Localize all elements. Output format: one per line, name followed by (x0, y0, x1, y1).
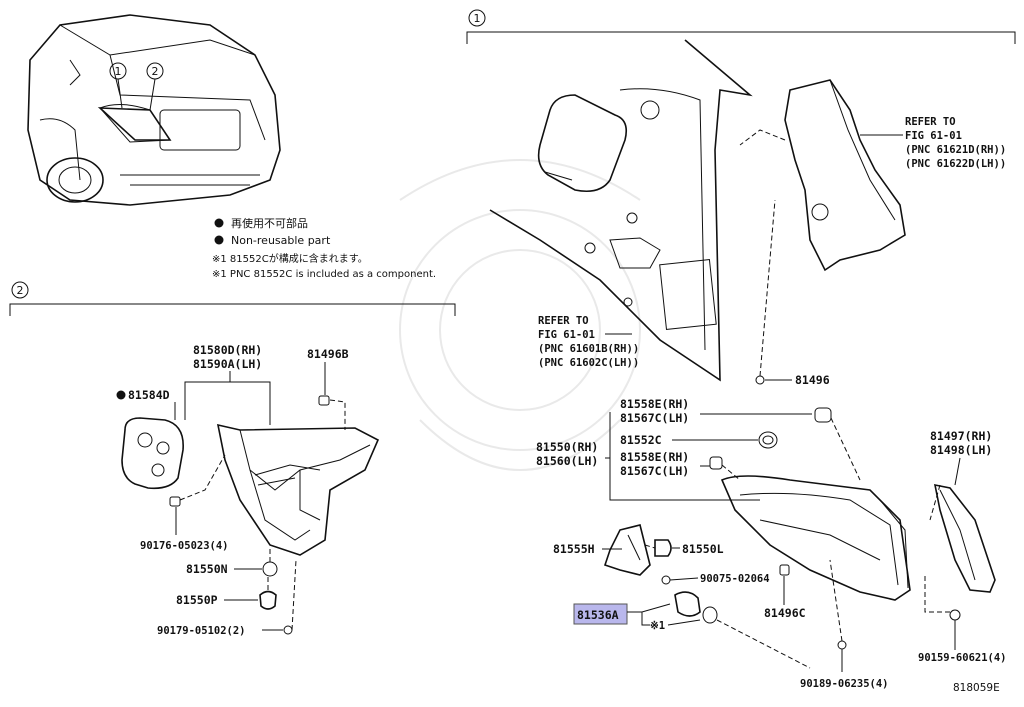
socket-81536a-drawing (674, 591, 811, 669)
svg-text:FIG 61-01: FIG 61-01 (538, 329, 595, 341)
label-90159: 90159-60621(4) (918, 575, 1007, 664)
svg-text:2: 2 (17, 284, 24, 297)
legend-non-reusable-jp: 再使用不可部品 (231, 216, 308, 230)
svg-text:81550N: 81550N (186, 562, 228, 576)
label-81558e-81567c-bottom: 81558E(RH) 81567C(LH) (620, 450, 741, 481)
label-81496b: 81496B (307, 347, 349, 430)
svg-text:81558E(RH): 81558E(RH) (620, 397, 689, 411)
label-81550-81560: 81550(RH) 81560(LH) (536, 412, 760, 501)
svg-text:81550(RH): 81550(RH) (536, 440, 598, 454)
svg-text:90179-05102(2): 90179-05102(2) (157, 625, 246, 637)
label-81536a: 81536A ※1 (573, 603, 701, 632)
figure-id: 818059E (953, 682, 1000, 694)
label-90075: 90075-02064 (661, 573, 770, 585)
section-1-bracket: 1 (466, 9, 1016, 44)
callout-1-overview: 1 (109, 62, 127, 109)
tail-lamp-81550-drawing (720, 475, 911, 601)
svg-text:81567C(LH): 81567C(LH) (620, 411, 689, 425)
svg-text:81584D: 81584D (128, 388, 170, 402)
trim-panel-drawing (739, 79, 906, 272)
gasket-81584d-drawing (121, 417, 184, 490)
svg-text:81580D(RH): 81580D(RH) (193, 343, 262, 357)
label-90179: 90179-05102(2) (157, 559, 297, 637)
legend-non-reusable-en: Non-reusable part (231, 234, 331, 247)
svg-text:90189-06235(4): 90189-06235(4) (800, 678, 889, 690)
label-81584d: 81584D (116, 388, 176, 420)
lamp-81580d-drawing (216, 423, 380, 556)
svg-text:(PNC 61602C(LH)): (PNC 61602C(LH)) (538, 357, 639, 369)
highlighted-part-box (573, 603, 628, 625)
label-81550p: 81550P (176, 577, 277, 610)
label-81496c: 81496C (764, 564, 806, 620)
svg-text:REFER TO: REFER TO (905, 116, 956, 128)
legend: 再使用不可部品 Non-reusable part ※1 81552Cが構成に含… (212, 216, 436, 280)
svg-text:81496C: 81496C (764, 606, 806, 620)
svg-text:(PNC 61622D(LH)): (PNC 61622D(LH)) (905, 158, 1006, 170)
quarter-panel-drawing (489, 39, 753, 382)
svg-text:2: 2 (152, 65, 159, 78)
garnish-81497-drawing (929, 483, 996, 593)
svg-text:(PNC 61601B(RH)): (PNC 61601B(RH)) (538, 343, 639, 355)
svg-text:90075-02064: 90075-02064 (700, 573, 770, 585)
non-reusable-dot-icon (116, 390, 126, 400)
legend-note-en: ※1 PNC 81552C is included as a component… (212, 269, 436, 280)
svg-text:(PNC 61621D(RH)): (PNC 61621D(RH)) (905, 144, 1006, 156)
ref-fig-61-01-b: REFER TO FIG 61-01 (PNC 61601B(RH)) (PNC… (538, 315, 639, 369)
label-81558e-81567c-top: 81558E(RH) 81567C(LH) (620, 397, 861, 481)
legend-note-jp: ※1 81552Cが構成に含まれます。 (212, 252, 368, 265)
label-81550l: 81550L (654, 539, 724, 557)
label-81555h: 81555H (553, 524, 656, 576)
svg-text:81560(LH): 81560(LH) (536, 454, 598, 468)
svg-text:FIG 61-01: FIG 61-01 (905, 130, 962, 142)
svg-text:81567C(LH): 81567C(LH) (620, 464, 689, 478)
svg-text:1: 1 (115, 65, 122, 78)
label-81497-81498: 81497(RH) 81498(LH) (930, 429, 992, 486)
svg-text:81590A(LH): 81590A(LH) (193, 357, 262, 371)
label-81550n: 81550N (186, 548, 278, 577)
svg-text:81555H: 81555H (553, 542, 595, 556)
svg-text:81497(RH): 81497(RH) (930, 429, 992, 443)
svg-text:※1: ※1 (650, 620, 665, 632)
callout-2-overview: 2 (146, 62, 164, 111)
watermark (399, 159, 641, 471)
svg-text:90159-60621(4): 90159-60621(4) (918, 652, 1007, 664)
label-90189: 90189-06235(4) (800, 559, 889, 690)
section-2-bracket: 2 (9, 281, 456, 316)
svg-text:81552C: 81552C (620, 433, 662, 447)
label-81552c: 81552C (620, 431, 778, 449)
non-reusable-dot-icon (214, 218, 224, 228)
part-81536a-highlighted[interactable]: 81536A (577, 608, 619, 622)
label-90176: 90176-05023(4) (140, 454, 229, 552)
svg-text:81550P: 81550P (176, 593, 218, 607)
svg-text:81498(LH): 81498(LH) (930, 443, 992, 457)
svg-text:1: 1 (474, 12, 481, 25)
ref-fig-61-01-a: REFER TO FIG 61-01 (PNC 61621D(RH)) (PNC… (860, 116, 1006, 170)
svg-text:81496: 81496 (795, 373, 830, 387)
non-reusable-dot-icon (214, 235, 224, 245)
svg-text:90176-05023(4): 90176-05023(4) (140, 540, 229, 552)
svg-text:81558E(RH): 81558E(RH) (620, 450, 689, 464)
label-81580d-81590a: 81580D(RH) 81590A(LH) (184, 343, 271, 425)
svg-text:81496B: 81496B (307, 347, 349, 361)
vehicle-overview (27, 14, 281, 206)
svg-text:REFER TO: REFER TO (538, 315, 589, 327)
svg-text:81550L: 81550L (682, 542, 724, 556)
label-81496: 81496 (755, 199, 830, 387)
